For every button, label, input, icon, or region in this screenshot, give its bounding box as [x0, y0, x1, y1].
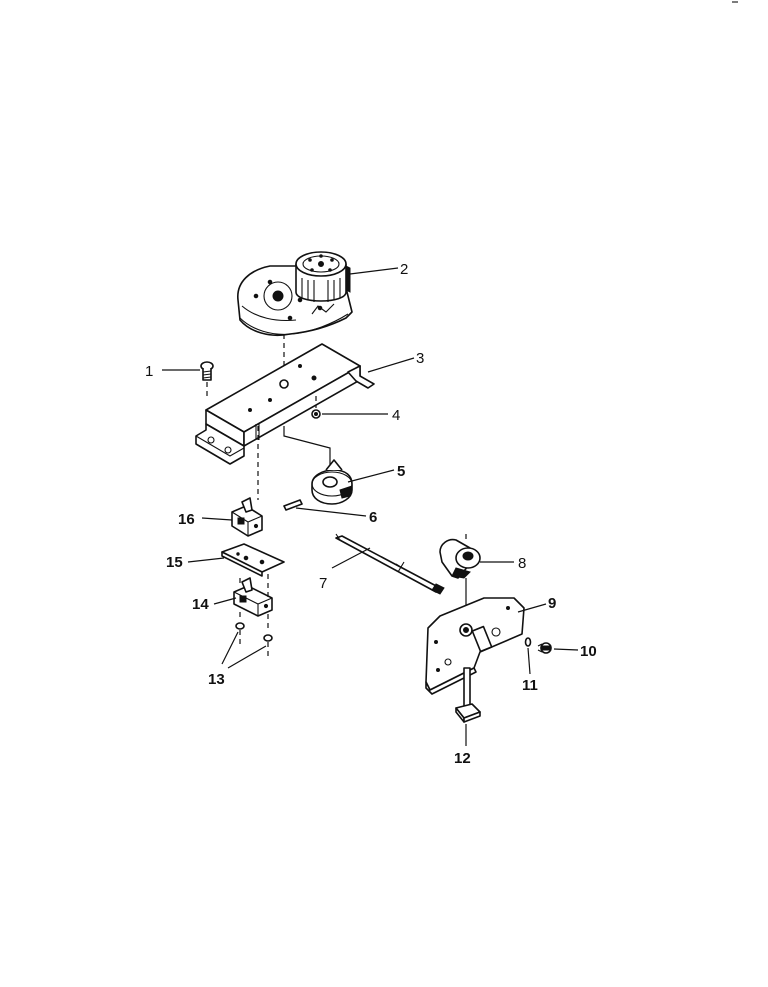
callout-6: 6: [369, 509, 377, 526]
part-12-adjust-screw: [455, 667, 481, 723]
callout-4: 4: [392, 407, 400, 424]
leader-5: [347, 469, 395, 483]
callout-8: 8: [518, 555, 526, 572]
leader-15: [187, 557, 225, 563]
callout-1: 1: [145, 363, 153, 380]
callout-11: 11: [522, 677, 538, 694]
part-8-cam-follower: [439, 538, 481, 579]
leader-6: [295, 507, 367, 517]
part-1-screw: [200, 361, 214, 381]
part-3-mounting-bracket: [195, 343, 375, 465]
part-13-nuts: [235, 612, 273, 656]
callout-14: 14: [192, 596, 209, 613]
part-7-link-rod: [335, 533, 445, 595]
callout-15: 15: [166, 554, 183, 571]
callout-9: 9: [548, 595, 556, 612]
part-14-switch: [233, 577, 273, 617]
leader-2: [349, 267, 399, 275]
callout-5: 5: [397, 463, 405, 480]
part-5-cam: [311, 459, 353, 505]
leader-11: [527, 647, 531, 675]
callout-2: 2: [400, 261, 408, 278]
leader-14: [213, 597, 237, 605]
part-6-pin: [283, 499, 303, 511]
callout-10: 10: [580, 643, 597, 660]
callout-16: 16: [178, 511, 195, 528]
callout-13: 13: [208, 671, 225, 688]
part-9-mounting-plate: [425, 597, 525, 695]
leader-9: [517, 603, 547, 613]
part-16-switch: [231, 497, 263, 537]
leader-3: [367, 357, 415, 373]
part-15-insulator-plate: [221, 543, 285, 577]
part-4-nut: [311, 409, 321, 419]
callout-7: 7: [319, 575, 327, 592]
leader-13: [221, 631, 267, 669]
callout-3: 3: [416, 350, 424, 367]
wire-3-to-5: [283, 426, 331, 466]
part-2-timer-motor: [237, 251, 353, 336]
part-10-screw: [537, 642, 552, 654]
leader-16: [201, 517, 233, 521]
part-11-washer: [524, 637, 532, 647]
leader-7: [331, 547, 371, 569]
callout-12: 12: [454, 750, 471, 767]
leader-10: [553, 648, 579, 651]
